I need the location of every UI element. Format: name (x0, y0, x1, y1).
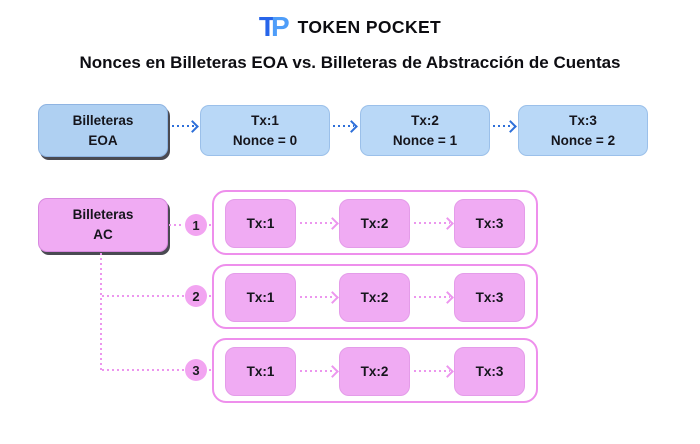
blue-dotted-arrow (172, 125, 195, 127)
pink-dotted-branch (102, 369, 184, 371)
blue-dotted-arrow (333, 125, 354, 127)
eoa-wallet-label-line1: Billeteras (72, 112, 134, 128)
ac-wallet-label-line2: AC (93, 227, 113, 242)
ac-lane1-tx1-box: Tx:1 (225, 199, 296, 248)
eoa-tx1-box: Tx:1 Nonce = 0 (200, 105, 330, 156)
ac-lane1-tx3-box: Tx:3 (454, 199, 525, 248)
lane1-number-badge: 1 (185, 214, 207, 236)
eoa-tx1-nonce: Nonce = 0 (232, 132, 298, 148)
eoa-tx3-label: Tx:3 (569, 112, 597, 128)
ac-lane1-tx2-box: Tx:2 (339, 199, 410, 248)
eoa-tx2-label: Tx:2 (411, 112, 439, 128)
ac-lane2-tx3-box: Tx:3 (454, 273, 525, 322)
ac-lane2-tx1-box: Tx:1 (225, 273, 296, 322)
pink-dotted-branch (102, 295, 184, 297)
ac-lane3-tx2-box: Tx:2 (339, 347, 410, 396)
eoa-tx3-box: Tx:3 Nonce = 2 (518, 105, 648, 156)
token-pocket-logo: T P TOKEN POCKET (0, 10, 700, 44)
eoa-wallet-box: Billeteras EOA (38, 104, 168, 157)
ac-wallet-box: Billeteras AC (38, 198, 168, 252)
pink-dotted-arrow (300, 370, 335, 372)
blue-dotted-arrow (493, 125, 513, 127)
pink-dotted-trunk (100, 253, 102, 371)
pink-dotted-arrow (414, 296, 450, 298)
eoa-wallet-label-line2: EOA (88, 132, 118, 148)
logo-letter-p: P (270, 11, 290, 42)
logo-wordmark: TOKEN POCKET (297, 16, 442, 37)
lane2-number-badge: 2 (185, 285, 207, 307)
ac-wallet-label-line1: Billeteras (72, 207, 134, 223)
ac-lane2-tx2-box: Tx:2 (339, 273, 410, 322)
pink-dotted-arrow (300, 222, 335, 224)
ac-lane3-tx3-box: Tx:3 (454, 347, 525, 396)
eoa-tx2-nonce: Nonce = 1 (392, 132, 458, 148)
pink-dotted-arrow (414, 370, 450, 372)
ac-lane-3: Tx:1 Tx:2 Tx:3 (212, 338, 538, 403)
ac-lane-2: Tx:1 Tx:2 Tx:3 (212, 264, 538, 329)
eoa-tx3-nonce: Nonce = 2 (550, 132, 616, 148)
ac-lane-1: Tx:1 Tx:2 Tx:3 (212, 190, 538, 255)
page-title: Nonces en Billeteras EOA vs. Billeteras … (79, 53, 621, 72)
eoa-tx2-box: Tx:2 Nonce = 1 (360, 105, 490, 156)
logo-letter-t: T (258, 11, 276, 42)
token-pocket-logo-icon: T P (258, 11, 290, 42)
ac-lane3-tx1-box: Tx:1 (225, 347, 296, 396)
lane3-number-badge: 3 (185, 359, 207, 381)
pink-dotted-connector (169, 224, 184, 226)
pink-dotted-arrow (414, 222, 450, 224)
pink-dotted-arrow (300, 296, 335, 298)
eoa-tx1-label: Tx:1 (251, 112, 279, 128)
